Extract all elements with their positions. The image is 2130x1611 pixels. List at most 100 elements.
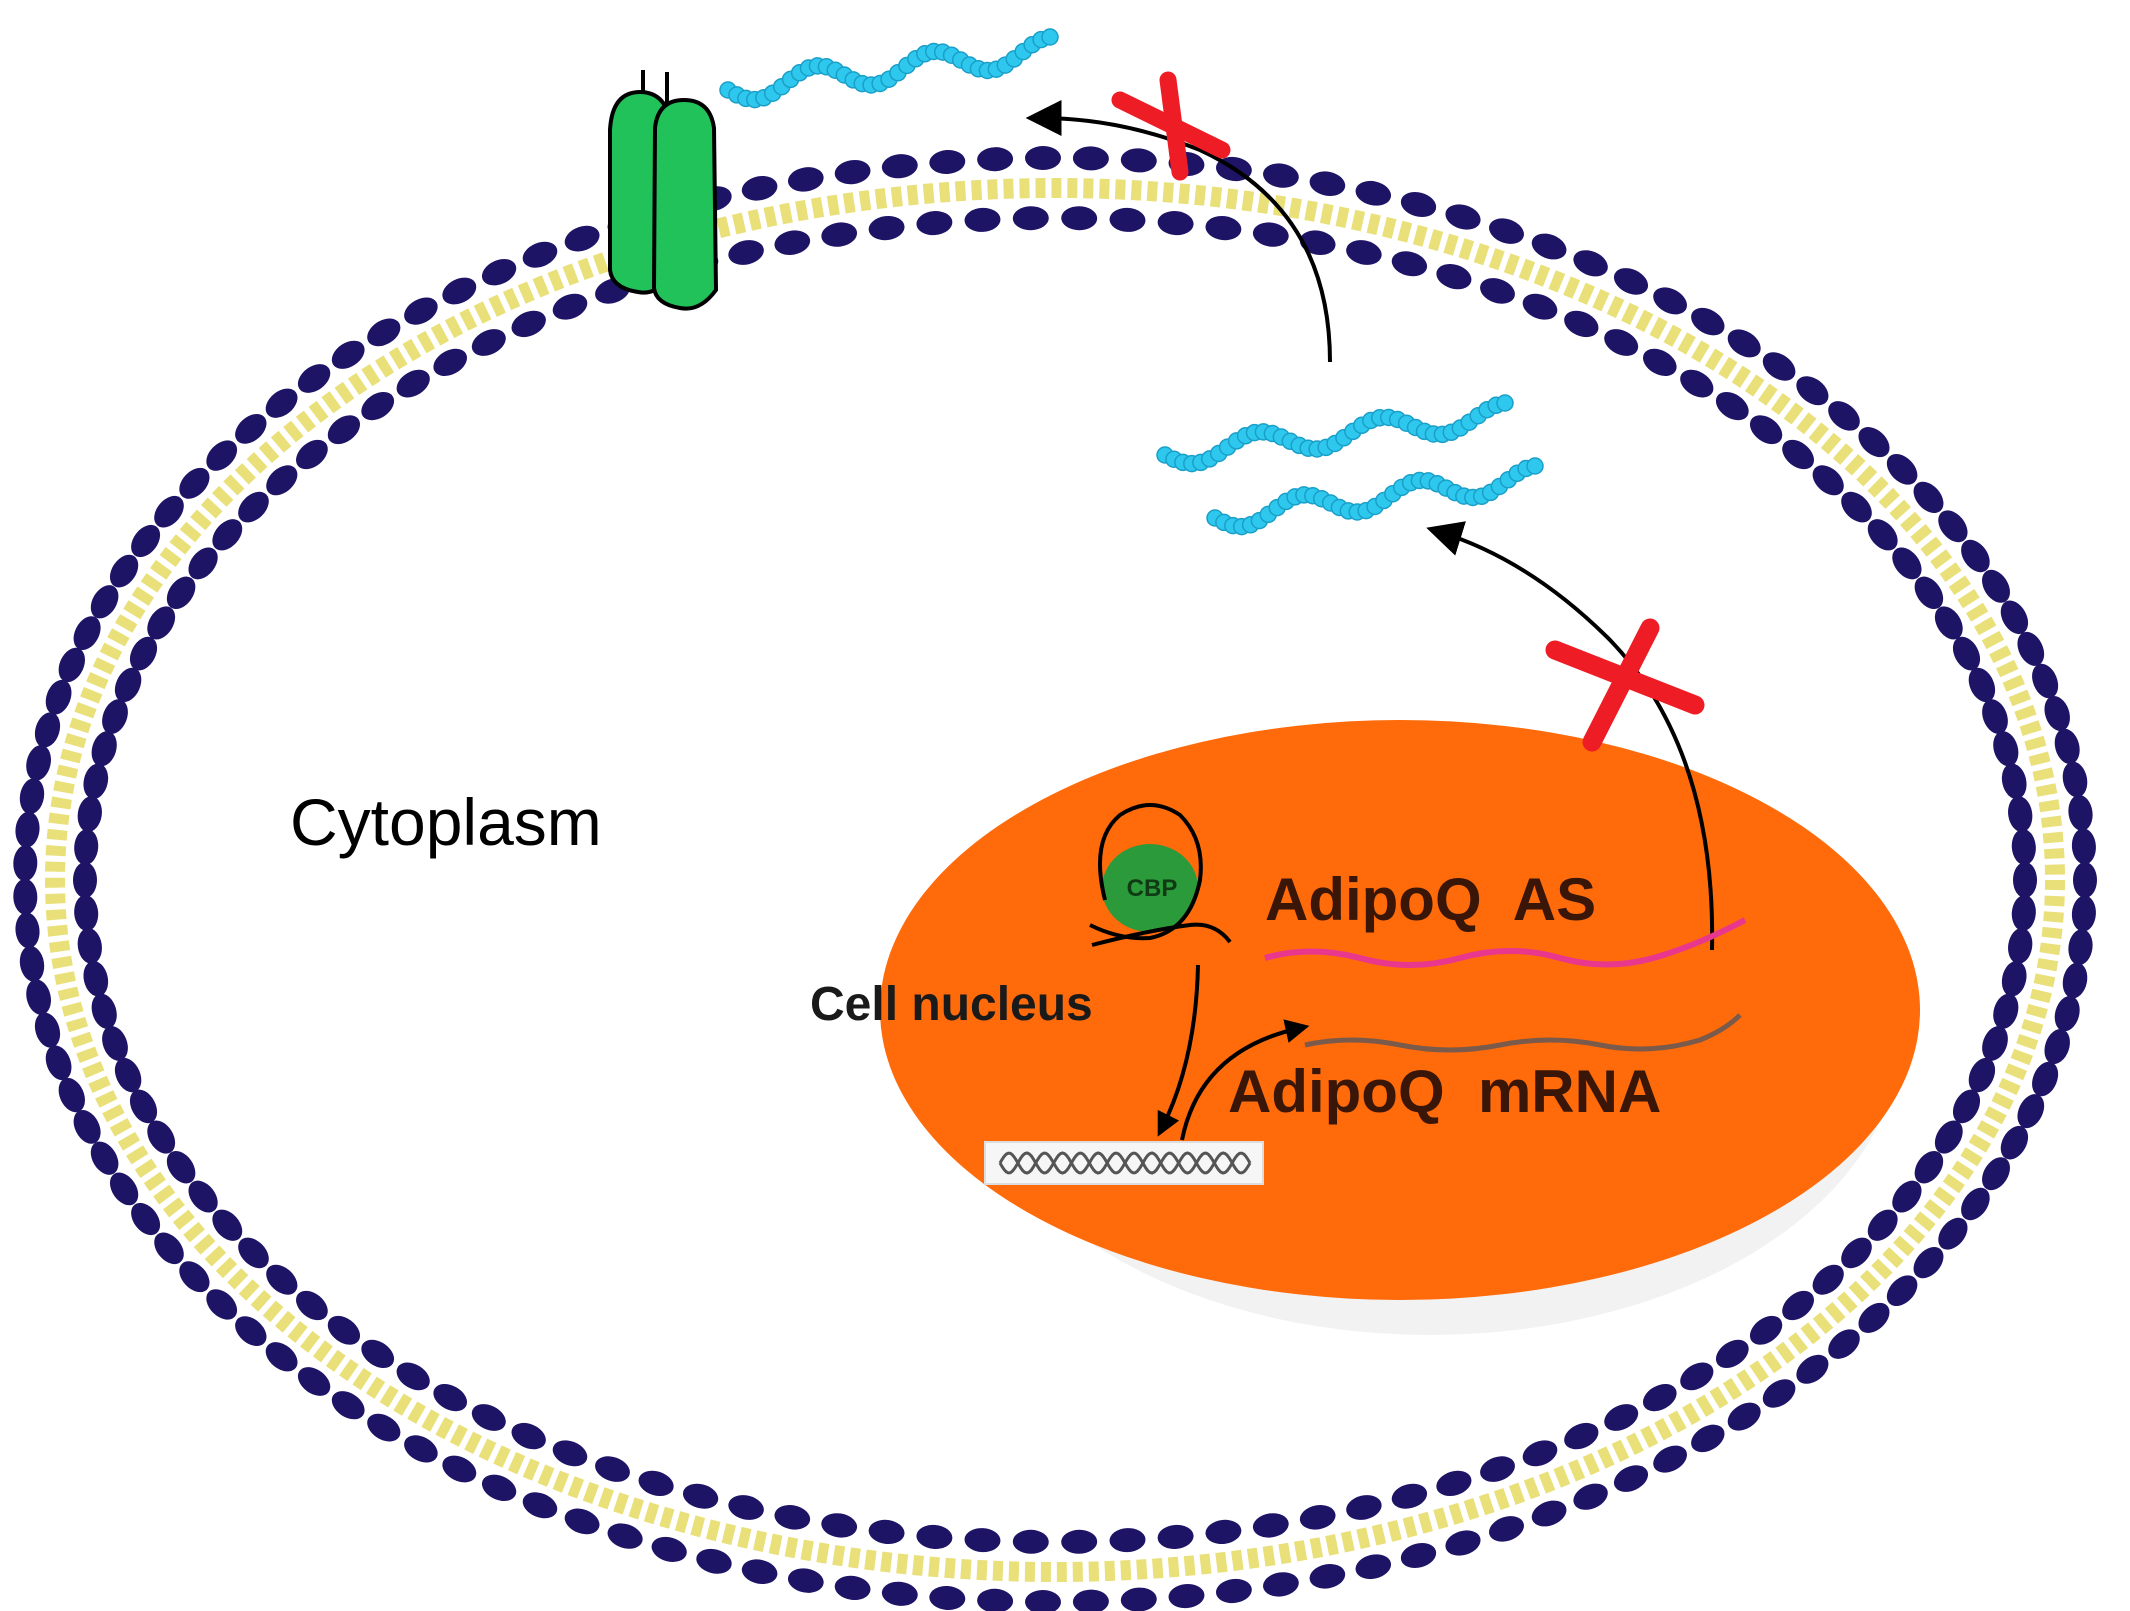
lipid-head <box>114 1057 142 1093</box>
lipid-head <box>1961 1187 1990 1221</box>
lipid-head <box>1782 1290 1814 1321</box>
lipid-head <box>1727 1402 1761 1431</box>
lipid-head <box>367 318 401 347</box>
lipid-head <box>238 491 269 523</box>
lipid-head <box>964 207 1001 232</box>
lipid-head <box>206 1289 238 1320</box>
lipid-head <box>696 1548 732 1574</box>
lipid-head <box>91 731 117 767</box>
lipid-head <box>235 413 267 444</box>
lipid-head <box>1309 171 1346 196</box>
lipid-head <box>1604 329 1639 356</box>
lipid-head <box>265 388 298 418</box>
lipid-head <box>1934 606 1963 640</box>
lipid-head <box>2062 761 2088 798</box>
receptor-icon <box>608 70 719 311</box>
lipid-head <box>1812 465 1844 496</box>
lipid-head <box>90 1141 119 1175</box>
lipid-head <box>1749 415 1783 445</box>
protein-bead <box>1526 457 1544 475</box>
lipid-head <box>13 878 38 915</box>
lipid-head <box>1564 1422 1599 1450</box>
lipid-head <box>1982 569 2010 603</box>
lipid-head <box>1252 1513 1289 1538</box>
lipid-head <box>471 1404 506 1431</box>
lipid-head <box>1952 1089 1981 1124</box>
lipid-head <box>2044 696 2070 731</box>
lipid-head <box>2032 663 2059 699</box>
lipid-head <box>977 147 1014 172</box>
lipid-head <box>1886 1275 1918 1307</box>
lipid-head <box>188 547 218 580</box>
lipid-head <box>2062 962 2088 999</box>
protein-icon <box>1206 457 1544 536</box>
lipid-head <box>1782 439 1814 470</box>
lipid-head <box>77 796 102 832</box>
lipid-head <box>361 391 395 421</box>
lipid-head <box>2071 895 2096 932</box>
lipid-head <box>15 912 40 949</box>
lipid-head <box>129 636 158 671</box>
lipid-head <box>774 230 811 255</box>
lipid-head <box>1299 1505 1336 1530</box>
lipid-head <box>1968 1057 1996 1093</box>
lipid-head <box>1263 1572 1299 1597</box>
lipid-head <box>327 1315 361 1345</box>
lipid-head <box>1691 307 1725 336</box>
lipid-head <box>834 159 871 185</box>
lipid-head <box>1120 1587 1157 1611</box>
lipid-head <box>2032 1061 2059 1097</box>
lipid-head <box>2000 1125 2029 1160</box>
lipid-head <box>868 215 905 241</box>
lipid-head <box>26 745 51 781</box>
lipid-head <box>1934 1120 1963 1154</box>
lipid-head <box>2013 862 2037 898</box>
lipid-head <box>1072 1589 1109 1611</box>
lipid-head <box>1938 510 1968 543</box>
lipid-head <box>58 647 85 683</box>
lipid-head <box>2001 763 2027 800</box>
lipid-head <box>651 1536 687 1562</box>
lipid-head <box>1109 207 1146 232</box>
lipid-head <box>1691 1424 1725 1453</box>
lipid-head <box>1480 278 1515 304</box>
lipid-head <box>564 225 600 252</box>
lipid-head <box>1489 218 1524 244</box>
lipid-head <box>147 1120 176 1154</box>
lipid-head <box>73 862 97 898</box>
lipid-head <box>1715 391 1749 421</box>
lipid-head <box>296 1290 328 1321</box>
lipid-head <box>1309 1564 1346 1589</box>
lipid-head <box>265 1342 298 1372</box>
lipid-head <box>331 340 365 369</box>
lipid-head <box>34 1012 61 1048</box>
lipid-head <box>1952 636 1981 671</box>
cytoplasm-label: Cytoplasm <box>290 785 602 859</box>
lipid-head <box>235 1316 267 1347</box>
lipid-head <box>1762 1379 1796 1408</box>
lipid-head <box>1613 268 1649 295</box>
lipid-head <box>1573 1483 1608 1510</box>
lipid-head <box>1573 250 1608 277</box>
lipid-head <box>1522 1440 1558 1467</box>
lipid-head <box>131 524 161 558</box>
lipid-head <box>1012 1529 1049 1554</box>
lipid-head <box>1522 293 1558 320</box>
lipid-head <box>1061 206 1098 231</box>
lipid-head <box>166 1150 196 1184</box>
lipid-head <box>1604 1404 1639 1431</box>
lipid-head <box>1812 1264 1844 1295</box>
lipid-head <box>787 167 824 192</box>
lipid-head <box>2071 828 2096 865</box>
lipid-head <box>74 895 99 931</box>
lipid-head <box>1400 1543 1437 1568</box>
lipid-head <box>442 1455 477 1483</box>
lipid-head <box>787 1568 824 1593</box>
protein-bead <box>1496 394 1514 412</box>
lipid-head <box>881 1581 918 1606</box>
lipid-head <box>154 1232 184 1265</box>
lipid-head <box>74 829 99 865</box>
lipid-head <box>91 993 117 1029</box>
lipid-head <box>481 1474 517 1502</box>
lipid-head <box>964 1528 1001 1553</box>
